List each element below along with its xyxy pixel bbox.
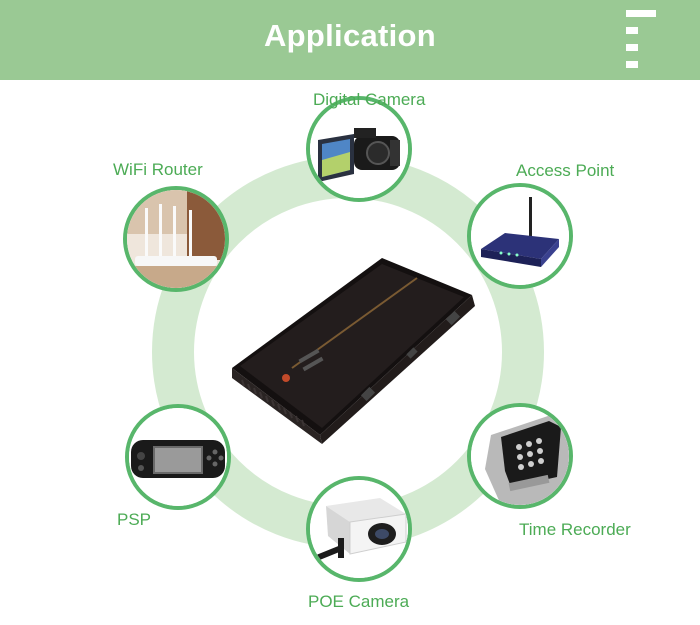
time-recorder-icon <box>471 407 569 505</box>
digital-camera-label: Digital Camera <box>313 90 426 109</box>
poe-camera-node <box>306 476 412 582</box>
hamburger-menu-icon[interactable] <box>626 10 656 68</box>
access-point-label: Access Point <box>516 161 615 180</box>
time-recorder-label: Time Recorder <box>519 520 631 539</box>
access-point-icon <box>471 187 569 285</box>
digital-camera-icon <box>310 100 408 198</box>
page-title: Application <box>263 18 437 53</box>
power-bank-device-icon <box>222 250 477 445</box>
header-banner: Application <box>0 0 700 80</box>
wifi-router-icon <box>127 190 225 288</box>
access-point-node <box>467 183 573 289</box>
poe-camera-icon <box>310 480 408 578</box>
psp-label: PSP <box>117 510 152 529</box>
wifi-router-node <box>123 186 229 292</box>
time-recorder-node <box>467 403 573 509</box>
psp-icon <box>129 408 227 506</box>
poe-camera-label: POE Camera <box>308 592 410 611</box>
wifi-router-label: WiFi Router <box>113 160 203 179</box>
psp-node <box>125 404 231 510</box>
digital-camera-node <box>306 96 412 202</box>
